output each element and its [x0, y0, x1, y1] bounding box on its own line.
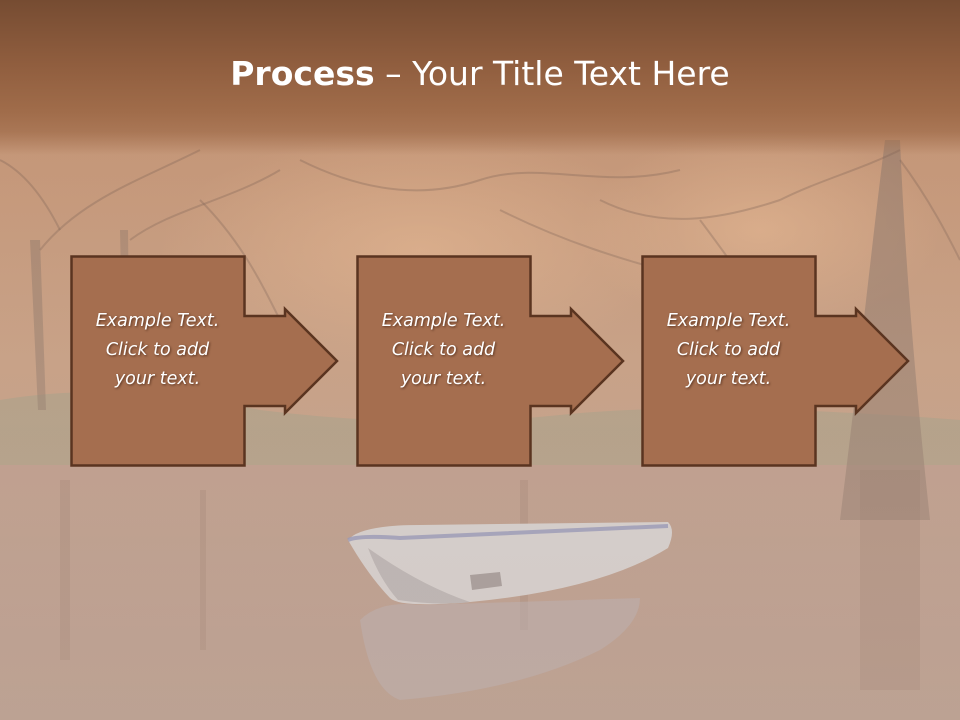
step-1-text[interactable]: Example Text. Click to add your text.	[95, 311, 220, 389]
arrow-right-shape-icon	[356, 255, 625, 467]
process-step-3[interactable]: Example Text. Click to add your text.	[641, 255, 910, 469]
arrow-right-shape-icon	[70, 255, 339, 467]
slide-title[interactable]: Process – Your Title Text Here	[0, 52, 960, 96]
process-step-1[interactable]: Example Text. Click to add your text.	[70, 255, 339, 469]
title-bold-text: Process	[230, 54, 375, 93]
arrow-right-shape-icon	[641, 255, 910, 467]
step-2-text[interactable]: Example Text. Click to add your text.	[381, 311, 506, 389]
step-3-text[interactable]: Example Text. Click to add your text.	[666, 311, 791, 389]
title-bar: Process – Your Title Text Here	[0, 0, 960, 155]
title-rest-text: – Your Title Text Here	[374, 54, 730, 93]
process-step-2[interactable]: Example Text. Click to add your text.	[356, 255, 625, 469]
